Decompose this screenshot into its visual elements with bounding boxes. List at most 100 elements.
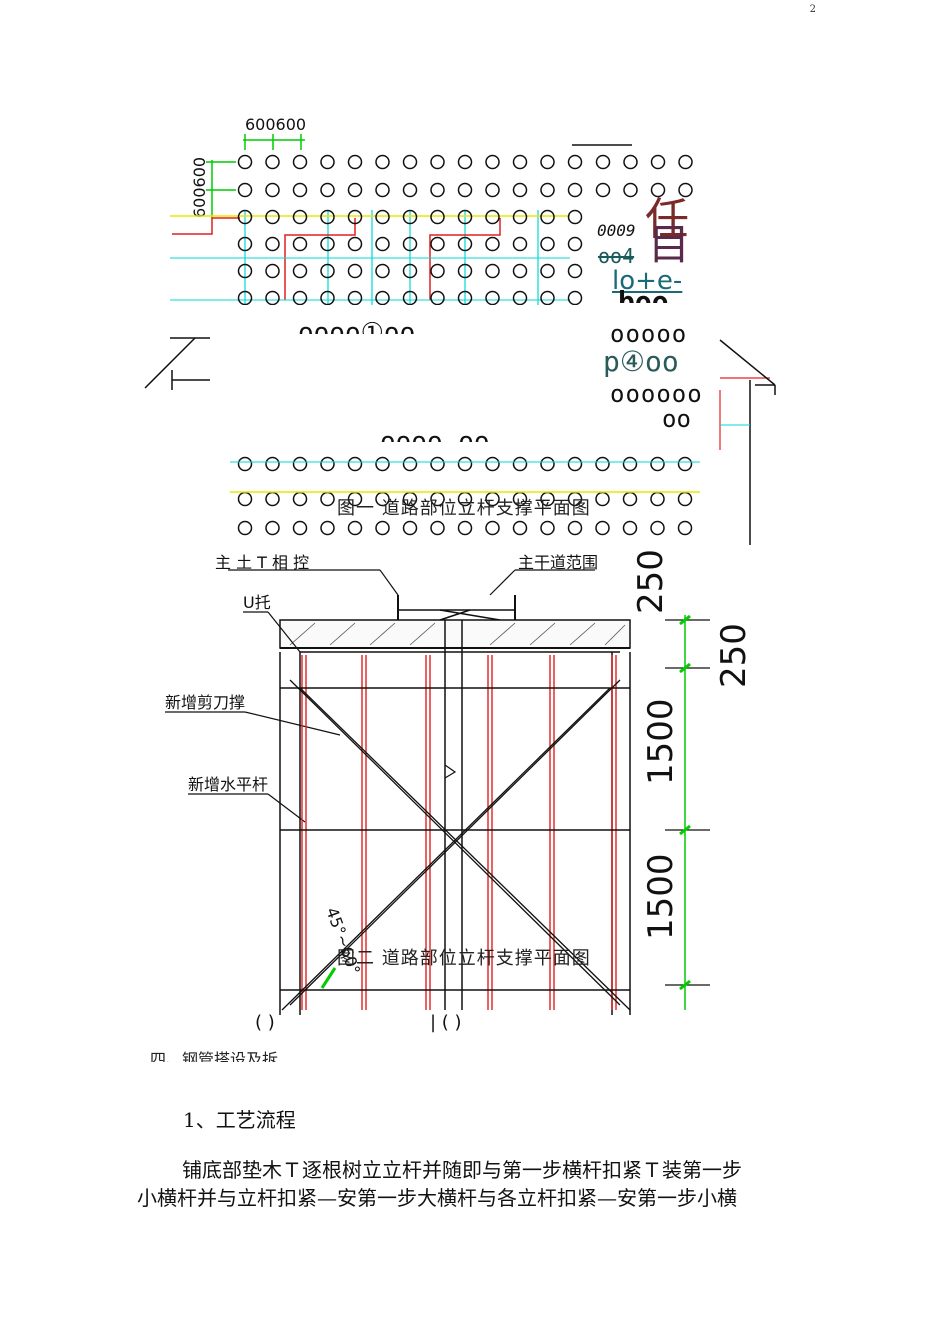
fig2-label-horizontal: 新增水平杆 <box>188 775 268 794</box>
pole-circle <box>677 491 693 507</box>
pole-circle <box>292 491 308 507</box>
fig2-dim-4: 1500 <box>641 853 681 940</box>
pole-circle <box>567 236 583 252</box>
pole-circle <box>567 456 583 472</box>
pole-circle <box>457 520 473 536</box>
fig2-label-top-left: 主 土 T 相 控 <box>215 553 309 572</box>
pole-circle <box>430 263 445 279</box>
pole-circle <box>595 182 611 198</box>
fig1-overlay-e: lo+e- <box>612 266 683 296</box>
pole-circle <box>485 154 500 170</box>
pole-circle <box>402 236 418 252</box>
pole-circle <box>320 263 335 279</box>
pole-circle <box>320 236 335 252</box>
pole-circle <box>320 290 335 306</box>
fig1-dim-top: 600600 <box>245 115 306 134</box>
fig2-dim-1: 250 <box>631 549 671 614</box>
fig2-label-u: U托 <box>243 593 271 612</box>
pole-circle <box>567 520 583 536</box>
pole-circle <box>265 154 280 170</box>
pole-circle <box>375 154 390 170</box>
pole-circle <box>402 209 418 225</box>
pole-circle <box>595 154 611 170</box>
pole-circle <box>430 456 445 472</box>
pole-circle <box>292 182 308 198</box>
pole-circle <box>457 236 473 252</box>
pole-circle <box>430 209 445 225</box>
fig1-overlay-i: oooooo <box>610 380 703 408</box>
pole-circle <box>320 456 335 472</box>
pole-circle <box>375 209 390 225</box>
pole-circle <box>512 456 528 472</box>
pole-circle <box>540 290 555 306</box>
pole-circle <box>595 520 610 536</box>
pole-circle <box>650 491 665 507</box>
pole-circle <box>512 290 528 306</box>
pole-circle <box>292 290 308 306</box>
figure2-drawing: 主 土 T 相 控 主干道范围 U托 新增剪刀撑 新增水平杆 <box>165 549 754 1033</box>
pole-circle <box>292 209 308 225</box>
pole-circle <box>678 154 693 170</box>
pole-circle <box>237 263 253 279</box>
pole-circle <box>237 182 253 198</box>
pole-circle <box>237 491 253 507</box>
pole-circle <box>485 456 500 472</box>
pole-circle <box>457 182 473 198</box>
pole-circle <box>347 182 363 198</box>
pole-circle <box>347 263 363 279</box>
pole-circle <box>485 263 500 279</box>
pole-circle <box>265 290 280 306</box>
fig2-dim-2: 250 <box>714 623 754 688</box>
pole-circle <box>457 209 473 225</box>
pole-circle <box>320 154 335 170</box>
pole-circle <box>320 491 335 507</box>
pole-circle <box>540 263 555 279</box>
pole-circle <box>430 236 445 252</box>
pole-circle <box>292 154 308 170</box>
pole-circle <box>650 456 665 472</box>
fig2-label-scissor: 新增剪刀撑 <box>165 693 245 712</box>
pole-circle <box>622 520 638 536</box>
figure1-drawing: 600600 600600 <box>140 115 776 560</box>
fig1-overlay-h: p④oo <box>603 345 679 378</box>
pole-circle <box>237 236 253 252</box>
pole-circle <box>347 456 363 472</box>
pole-circle <box>402 182 418 198</box>
pole-circle <box>402 290 418 306</box>
fig1-overlay-j: oo <box>662 405 691 433</box>
pole-circle <box>265 456 280 472</box>
pole-circle <box>540 209 555 225</box>
fig1-overlay-g: ooooo <box>610 320 688 348</box>
pole-circle <box>375 263 390 279</box>
pole-circle <box>512 209 528 225</box>
pole-circle <box>292 456 308 472</box>
pole-circle <box>567 182 583 198</box>
pole-circle <box>375 456 390 472</box>
pole-circle <box>402 520 418 536</box>
pole-circle <box>457 154 473 170</box>
fig2-dim-3: 1500 <box>641 698 681 785</box>
pole-circle <box>623 182 638 198</box>
pole-circle <box>622 456 638 472</box>
pole-circle <box>237 209 253 225</box>
pole-circle <box>650 182 666 198</box>
pole-circle <box>237 520 253 536</box>
figure1-caption: 图一 道路部位立杆支撑平面图 <box>337 498 591 519</box>
pole-circle <box>567 290 583 306</box>
pole-circle <box>485 182 500 198</box>
pole-circle <box>347 154 363 170</box>
subheading: 1、工艺流程 <box>183 1108 296 1132</box>
pole-circle <box>292 520 308 536</box>
pole-circle <box>457 263 473 279</box>
paragraph-line-2: 小横杆并与立杆扣紧—安第一步大横杆与各立杆扣紧—安第一步小横 <box>137 1186 737 1210</box>
pole-circle <box>677 456 693 472</box>
pole-circle <box>347 520 363 536</box>
pole-circle <box>402 263 418 279</box>
pole-circle <box>540 520 555 536</box>
pole-circle <box>512 182 528 198</box>
pole-circle <box>485 290 500 306</box>
pole-circle <box>265 263 280 279</box>
pole-circle <box>265 491 280 507</box>
fig1-overlay-f: boo <box>618 287 669 303</box>
svg-text:( ): ( ) <box>255 1012 275 1033</box>
